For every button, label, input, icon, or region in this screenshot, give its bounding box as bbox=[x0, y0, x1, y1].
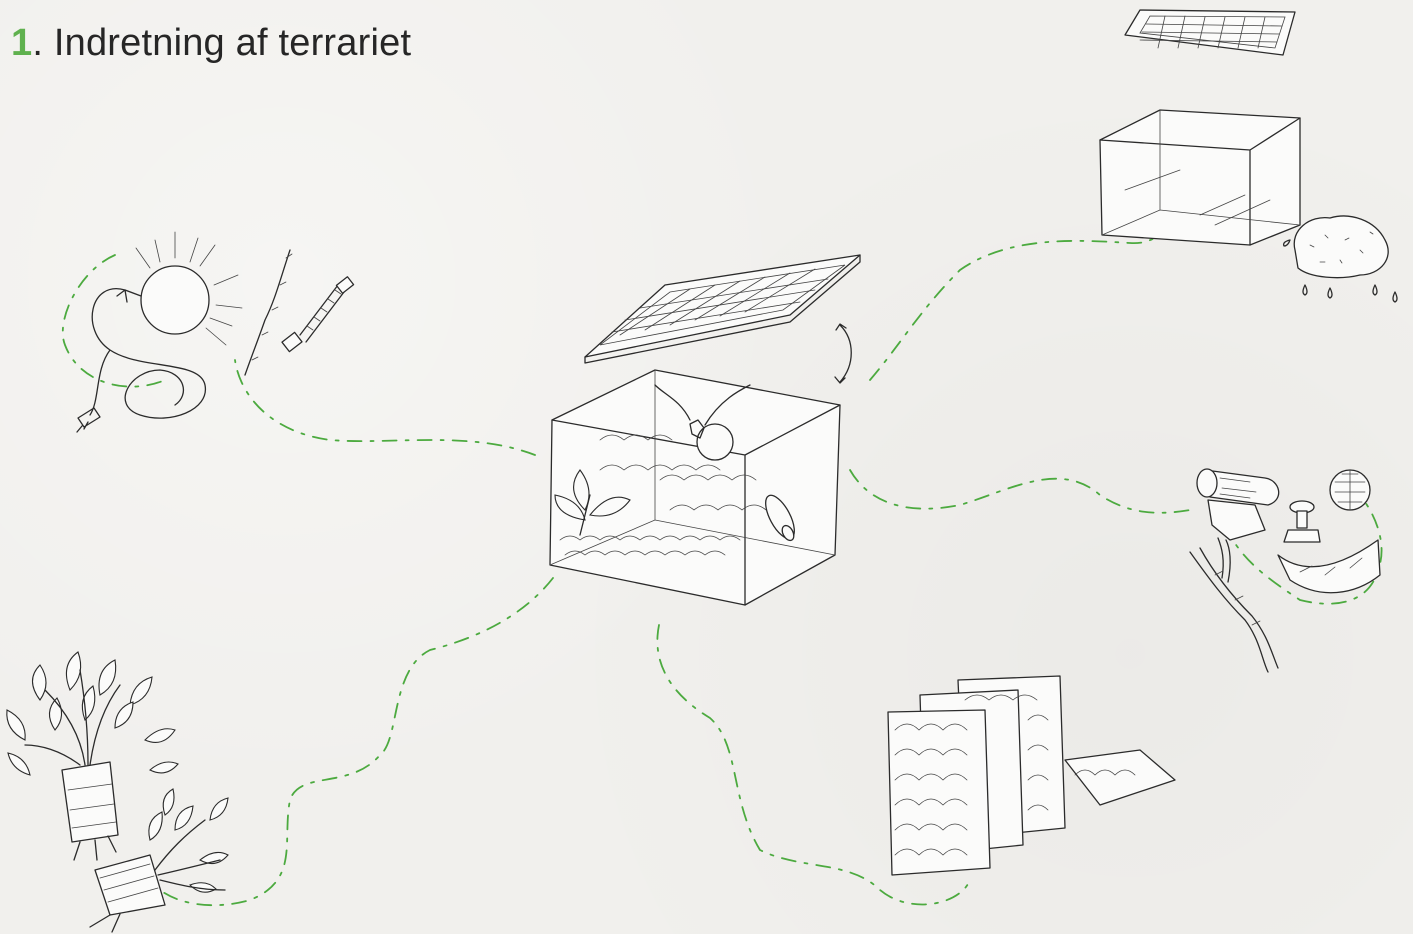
plug-icon bbox=[77, 408, 100, 432]
substrate-pile bbox=[1284, 216, 1397, 302]
hides-and-decor bbox=[1190, 469, 1380, 672]
center-terrarium bbox=[550, 255, 860, 605]
path-lamp-to-center bbox=[235, 360, 535, 455]
background-panels bbox=[888, 676, 1175, 875]
top-glass-box bbox=[1100, 110, 1300, 245]
glass-box bbox=[550, 370, 840, 605]
plant-pot-icon bbox=[62, 762, 118, 842]
rock-hide-icon bbox=[1208, 500, 1265, 540]
lamp-illustration bbox=[77, 232, 354, 432]
bush-leaves bbox=[7, 652, 178, 775]
mushroom-decor-icon bbox=[1284, 501, 1320, 542]
heat-cable-1 bbox=[245, 250, 290, 375]
branch-icon bbox=[1190, 538, 1278, 672]
bark-piece-icon bbox=[1278, 540, 1380, 593]
plants bbox=[7, 652, 228, 932]
path-center-to-hides bbox=[850, 470, 1190, 513]
lid-mesh bbox=[585, 255, 860, 363]
root-ball-icon bbox=[95, 855, 165, 915]
lamp-bulb-icon bbox=[141, 266, 209, 334]
pinecone-icon bbox=[1330, 470, 1370, 510]
top-right-terrarium bbox=[1100, 10, 1397, 302]
inside-bulb-icon bbox=[697, 424, 733, 460]
lid-arrow-icon bbox=[835, 324, 851, 383]
small-plant-leaves bbox=[149, 789, 228, 892]
heat-cable-2 bbox=[282, 277, 354, 352]
top-mesh-lid bbox=[1125, 10, 1295, 55]
